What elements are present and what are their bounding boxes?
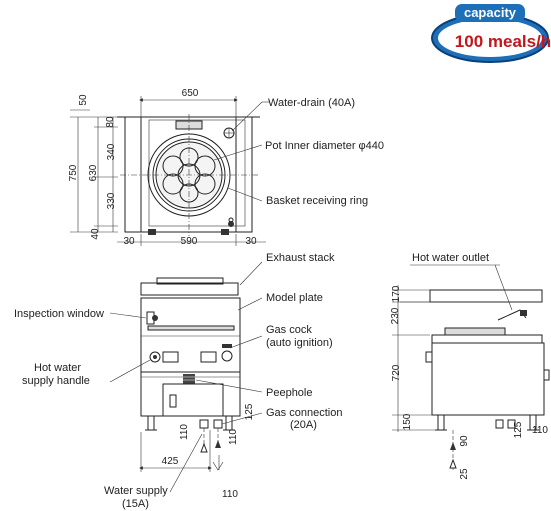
badge-line2: 100 meals/h — [455, 32, 551, 51]
label-inspection-window: Inspection window — [14, 308, 104, 320]
dim-425: 425 — [162, 456, 179, 467]
dim-40: 40 — [90, 228, 101, 240]
label-gas-connection: Gas connection — [266, 407, 342, 419]
label-hot-water-outlet: Hot water outlet — [412, 252, 489, 264]
dim-30-right: 30 — [245, 236, 257, 247]
dim-150: 150 — [402, 413, 413, 430]
dim-25: 25 — [459, 468, 470, 480]
badge-line1: capacity — [464, 5, 517, 20]
dim-30-left: 30 — [123, 236, 135, 247]
dim-110-b: 110 — [228, 429, 239, 445]
dim-110-side: 110 — [532, 425, 548, 436]
dim-80: 80 — [105, 116, 116, 128]
label-exhaust-stack: Exhaust stack — [266, 252, 335, 264]
dim-50: 50 — [78, 94, 89, 106]
dim-340: 340 — [106, 143, 117, 160]
dim-590: 590 — [181, 236, 198, 247]
label-water-drain: Water-drain (40A) — [268, 97, 355, 109]
dim-630: 630 — [88, 164, 99, 181]
label-gas-connection-sub: (20A) — [290, 419, 317, 431]
label-water-supply-sub: (15A) — [122, 498, 149, 510]
label-hot-water-supply: Hot water — [34, 362, 81, 374]
side-view: 170 230 720 150 90 25 125 110 Hot water … — [390, 252, 550, 480]
dim-330: 330 — [106, 192, 117, 209]
label-basket-ring: Basket receiving ring — [266, 195, 368, 207]
label-peephole: Peephole — [266, 387, 313, 399]
dim-230: 230 — [390, 307, 401, 324]
dim-720: 720 — [391, 364, 402, 381]
label-hot-water-supply-sub: supply handle — [22, 375, 90, 387]
dim-750: 750 — [68, 164, 79, 181]
dim-125-side: 125 — [513, 421, 524, 438]
dim-125: 125 — [244, 403, 255, 420]
dim-110-a: 110 — [179, 424, 190, 440]
dim-650: 650 — [182, 88, 199, 99]
dim-110-c: 110 — [222, 489, 238, 500]
label-water-supply: Water supply — [104, 485, 168, 497]
label-gas-cock: Gas cock — [266, 324, 312, 336]
capacity-badge: capacity 100 meals/h — [431, 4, 551, 63]
label-model-plate: Model plate — [266, 292, 323, 304]
top-view: 650 50 750 630 80 340 330 40 30 590 30 W… — [68, 88, 384, 247]
label-gas-cock-sub: (auto ignition) — [266, 337, 333, 349]
dim-170: 170 — [391, 285, 402, 302]
front-view: 425 110 125 110 110 Exhaust stack Inspec… — [14, 252, 342, 510]
dim-90: 90 — [459, 435, 470, 447]
label-pot-inner-diameter: Pot Inner diameter φ440 — [265, 140, 384, 152]
